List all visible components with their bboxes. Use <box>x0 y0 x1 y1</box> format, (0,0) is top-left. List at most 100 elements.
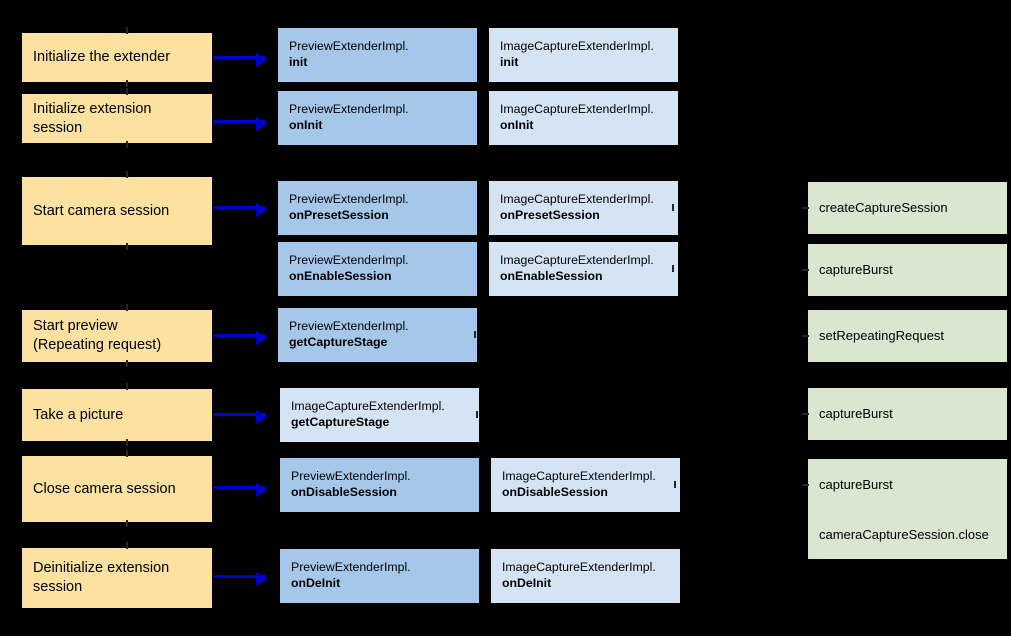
image-capture-extender-box-getcapturestage[interactable]: ImageCaptureExtenderImpl. getCaptureStag… <box>280 388 479 442</box>
action-box-initialize-extension-session[interactable]: Initialize extension session <box>22 94 212 143</box>
preview-extender-box-ondeinit[interactable]: PreviewExtenderImpl. onDeInit <box>280 549 479 603</box>
preview-method-name: onInit <box>289 118 323 132</box>
action-label-line1: Initialize the extender <box>33 49 171 66</box>
preview-class-name: PreviewExtenderImpl. <box>291 560 411 575</box>
capture-class-name: ImageCaptureExtenderImpl. <box>502 560 656 575</box>
action-label-line2: (Repeating request) <box>33 337 162 353</box>
arrow-close-camera-session <box>213 483 267 497</box>
action-label-line2: session <box>33 579 83 595</box>
capture-class-name: ImageCaptureExtenderImpl. <box>500 39 654 54</box>
preview-extender-box-onpresetsession[interactable]: PreviewExtenderImpl. onPresetSession <box>278 181 477 235</box>
api-call-label: cameraCaptureSession.close <box>819 526 989 542</box>
action-box-initialize-extender[interactable]: Initialize the extender <box>22 33 212 82</box>
action-label-line1: Deinitialize extension <box>33 560 170 577</box>
api-call-label: captureBurst <box>819 476 893 492</box>
connector-stub-action-deinitialize-session <box>126 542 128 549</box>
preview-class-name: PreviewExtenderImpl. <box>289 192 409 207</box>
preview-extender-box-ondisablesession[interactable]: PreviewExtenderImpl. onDisableSession <box>280 458 479 512</box>
action-box-take-a-picture[interactable]: Take a picture <box>22 389 212 441</box>
preview-extender-box-onenablesession[interactable]: PreviewExtenderImpl. onEnableSession <box>278 242 477 296</box>
connector-stub-api-setrepeatingrequest <box>802 335 809 337</box>
connector-stub-col3-ondisablesession <box>674 481 676 488</box>
connector-stub-col2-capturestage-pic <box>476 411 478 418</box>
api-call-label: createCaptureSession <box>819 199 948 215</box>
capture-class-name: ImageCaptureExtenderImpl. <box>502 469 656 484</box>
capture-class-name: ImageCaptureExtenderImpl. <box>500 253 654 268</box>
connector-stub-col3-onenablesession <box>672 265 674 272</box>
connector-stub-api-captureburst-1 <box>802 269 809 271</box>
image-capture-extender-box-init[interactable]: ImageCaptureExtenderImpl. init <box>489 28 678 82</box>
arrow-initialize-extension-session <box>213 117 267 131</box>
image-capture-extender-box-oninit[interactable]: ImageCaptureExtenderImpl. onInit <box>489 91 678 145</box>
connector-stub-action-initialize-extender <box>126 27 128 34</box>
image-capture-extender-box-onenablesession[interactable]: ImageCaptureExtenderImpl. onEnableSessio… <box>489 242 678 296</box>
preview-extender-box-init[interactable]: PreviewExtenderImpl. init <box>278 28 477 82</box>
arrow-take-a-picture <box>213 410 267 424</box>
action-label-line2: session <box>33 119 83 136</box>
action-label-line1: Start preview <box>33 318 118 335</box>
connector-stub-api-captureburst-2 <box>802 413 809 415</box>
connector-stub-col2-getcapturestage <box>474 331 476 338</box>
capture-method-name: init <box>500 55 519 69</box>
arrow-deinitialize-extension-session <box>213 572 267 586</box>
connector-stub-bottom-close-camera-session <box>126 520 128 527</box>
connector-stub-api-captureburst-3 <box>802 484 809 486</box>
image-capture-extender-box-ondeinit[interactable]: ImageCaptureExtenderImpl. onDeInit <box>491 549 680 603</box>
preview-class-name: PreviewExtenderImpl. <box>289 39 409 54</box>
connector-stub-action-take-a-picture <box>126 383 128 390</box>
preview-extender-box-getcapturestage[interactable]: PreviewExtenderImpl. getCaptureStage <box>278 308 477 362</box>
capture-class-name: ImageCaptureExtenderImpl. <box>291 399 445 414</box>
api-call-label: captureBurst <box>819 405 893 421</box>
arrow-start-camera-session <box>213 203 267 217</box>
connector-stub-bottom-start-preview <box>126 360 128 367</box>
preview-class-name: PreviewExtenderImpl. <box>289 253 409 268</box>
api-call-box-setrepeatingrequest[interactable]: setRepeatingRequest <box>808 310 1007 362</box>
connector-stub-col3-onpresetsession <box>672 204 674 211</box>
arrow-start-preview <box>213 331 267 345</box>
capture-method-name: onEnableSession <box>500 269 603 283</box>
connector-stub-bottom-start-camera-session <box>126 243 128 250</box>
capture-method-name: onDisableSession <box>502 485 608 499</box>
action-box-start-camera-session[interactable]: Start camera session <box>22 177 212 245</box>
action-box-close-camera-session[interactable]: Close camera session <box>22 456 212 522</box>
connector-stub-bottom-take-a-picture <box>126 439 128 446</box>
api-call-label: setRepeatingRequest <box>819 327 945 343</box>
capture-class-name: ImageCaptureExtenderImpl. <box>500 102 654 117</box>
api-call-box-captureburst-2[interactable]: captureBurst <box>808 388 1007 440</box>
action-box-deinitialize-extension-session[interactable]: Deinitialize extension session <box>22 548 212 608</box>
preview-method-name: onEnableSession <box>289 269 392 283</box>
connector-stub-action-start-camera-session <box>126 171 128 178</box>
preview-class-name: PreviewExtenderImpl. <box>289 319 409 334</box>
action-label-line1: Initialize extension <box>33 100 152 117</box>
preview-method-name: init <box>289 55 308 69</box>
api-call-box-captureburst-3[interactable]: captureBurst <box>808 459 1007 511</box>
capture-method-name: onInit <box>500 118 534 132</box>
preview-method-name: onPresetSession <box>289 208 389 222</box>
capture-method-name: onPresetSession <box>500 208 600 222</box>
action-label-line1: Take a picture <box>33 406 124 423</box>
image-capture-extender-box-ondisablesession[interactable]: ImageCaptureExtenderImpl. onDisableSessi… <box>491 458 680 512</box>
capture-class-name: ImageCaptureExtenderImpl. <box>500 192 654 207</box>
connector-stub-action-start-preview <box>126 304 128 311</box>
preview-extender-box-oninit[interactable]: PreviewExtenderImpl. onInit <box>278 91 477 145</box>
api-call-label: captureBurst <box>819 261 893 277</box>
action-box-start-preview[interactable]: Start preview (Repeating request) <box>22 310 212 362</box>
action-label-line1: Start camera session <box>33 202 170 219</box>
api-call-box-captureburst-1[interactable]: captureBurst <box>808 244 1007 296</box>
connector-stub-bottom-initialize-extender <box>126 80 128 87</box>
action-label-line1: Close camera session <box>33 480 176 497</box>
connector-stub-bottom-initialize-extension-session <box>126 141 128 148</box>
image-capture-extender-box-onpresetsession[interactable]: ImageCaptureExtenderImpl. onPresetSessio… <box>489 181 678 235</box>
preview-class-name: PreviewExtenderImpl. <box>289 102 409 117</box>
connector-stub-action-initialize-extension-session <box>126 88 128 95</box>
preview-class-name: PreviewExtenderImpl. <box>291 469 411 484</box>
preview-method-name: onDeInit <box>291 576 341 590</box>
connector-stub-action-close-camera-session <box>126 450 128 457</box>
preview-method-name: onDisableSession <box>291 485 397 499</box>
capture-method-name: getCaptureStage <box>291 415 390 429</box>
capture-method-name: onDeInit <box>502 576 552 590</box>
api-call-box-cameracapturesession-close[interactable]: cameraCaptureSession.close <box>808 511 1007 559</box>
connector-stub-api-createcapturesession <box>802 207 809 209</box>
api-call-box-createcapturesession[interactable]: createCaptureSession <box>808 182 1007 234</box>
